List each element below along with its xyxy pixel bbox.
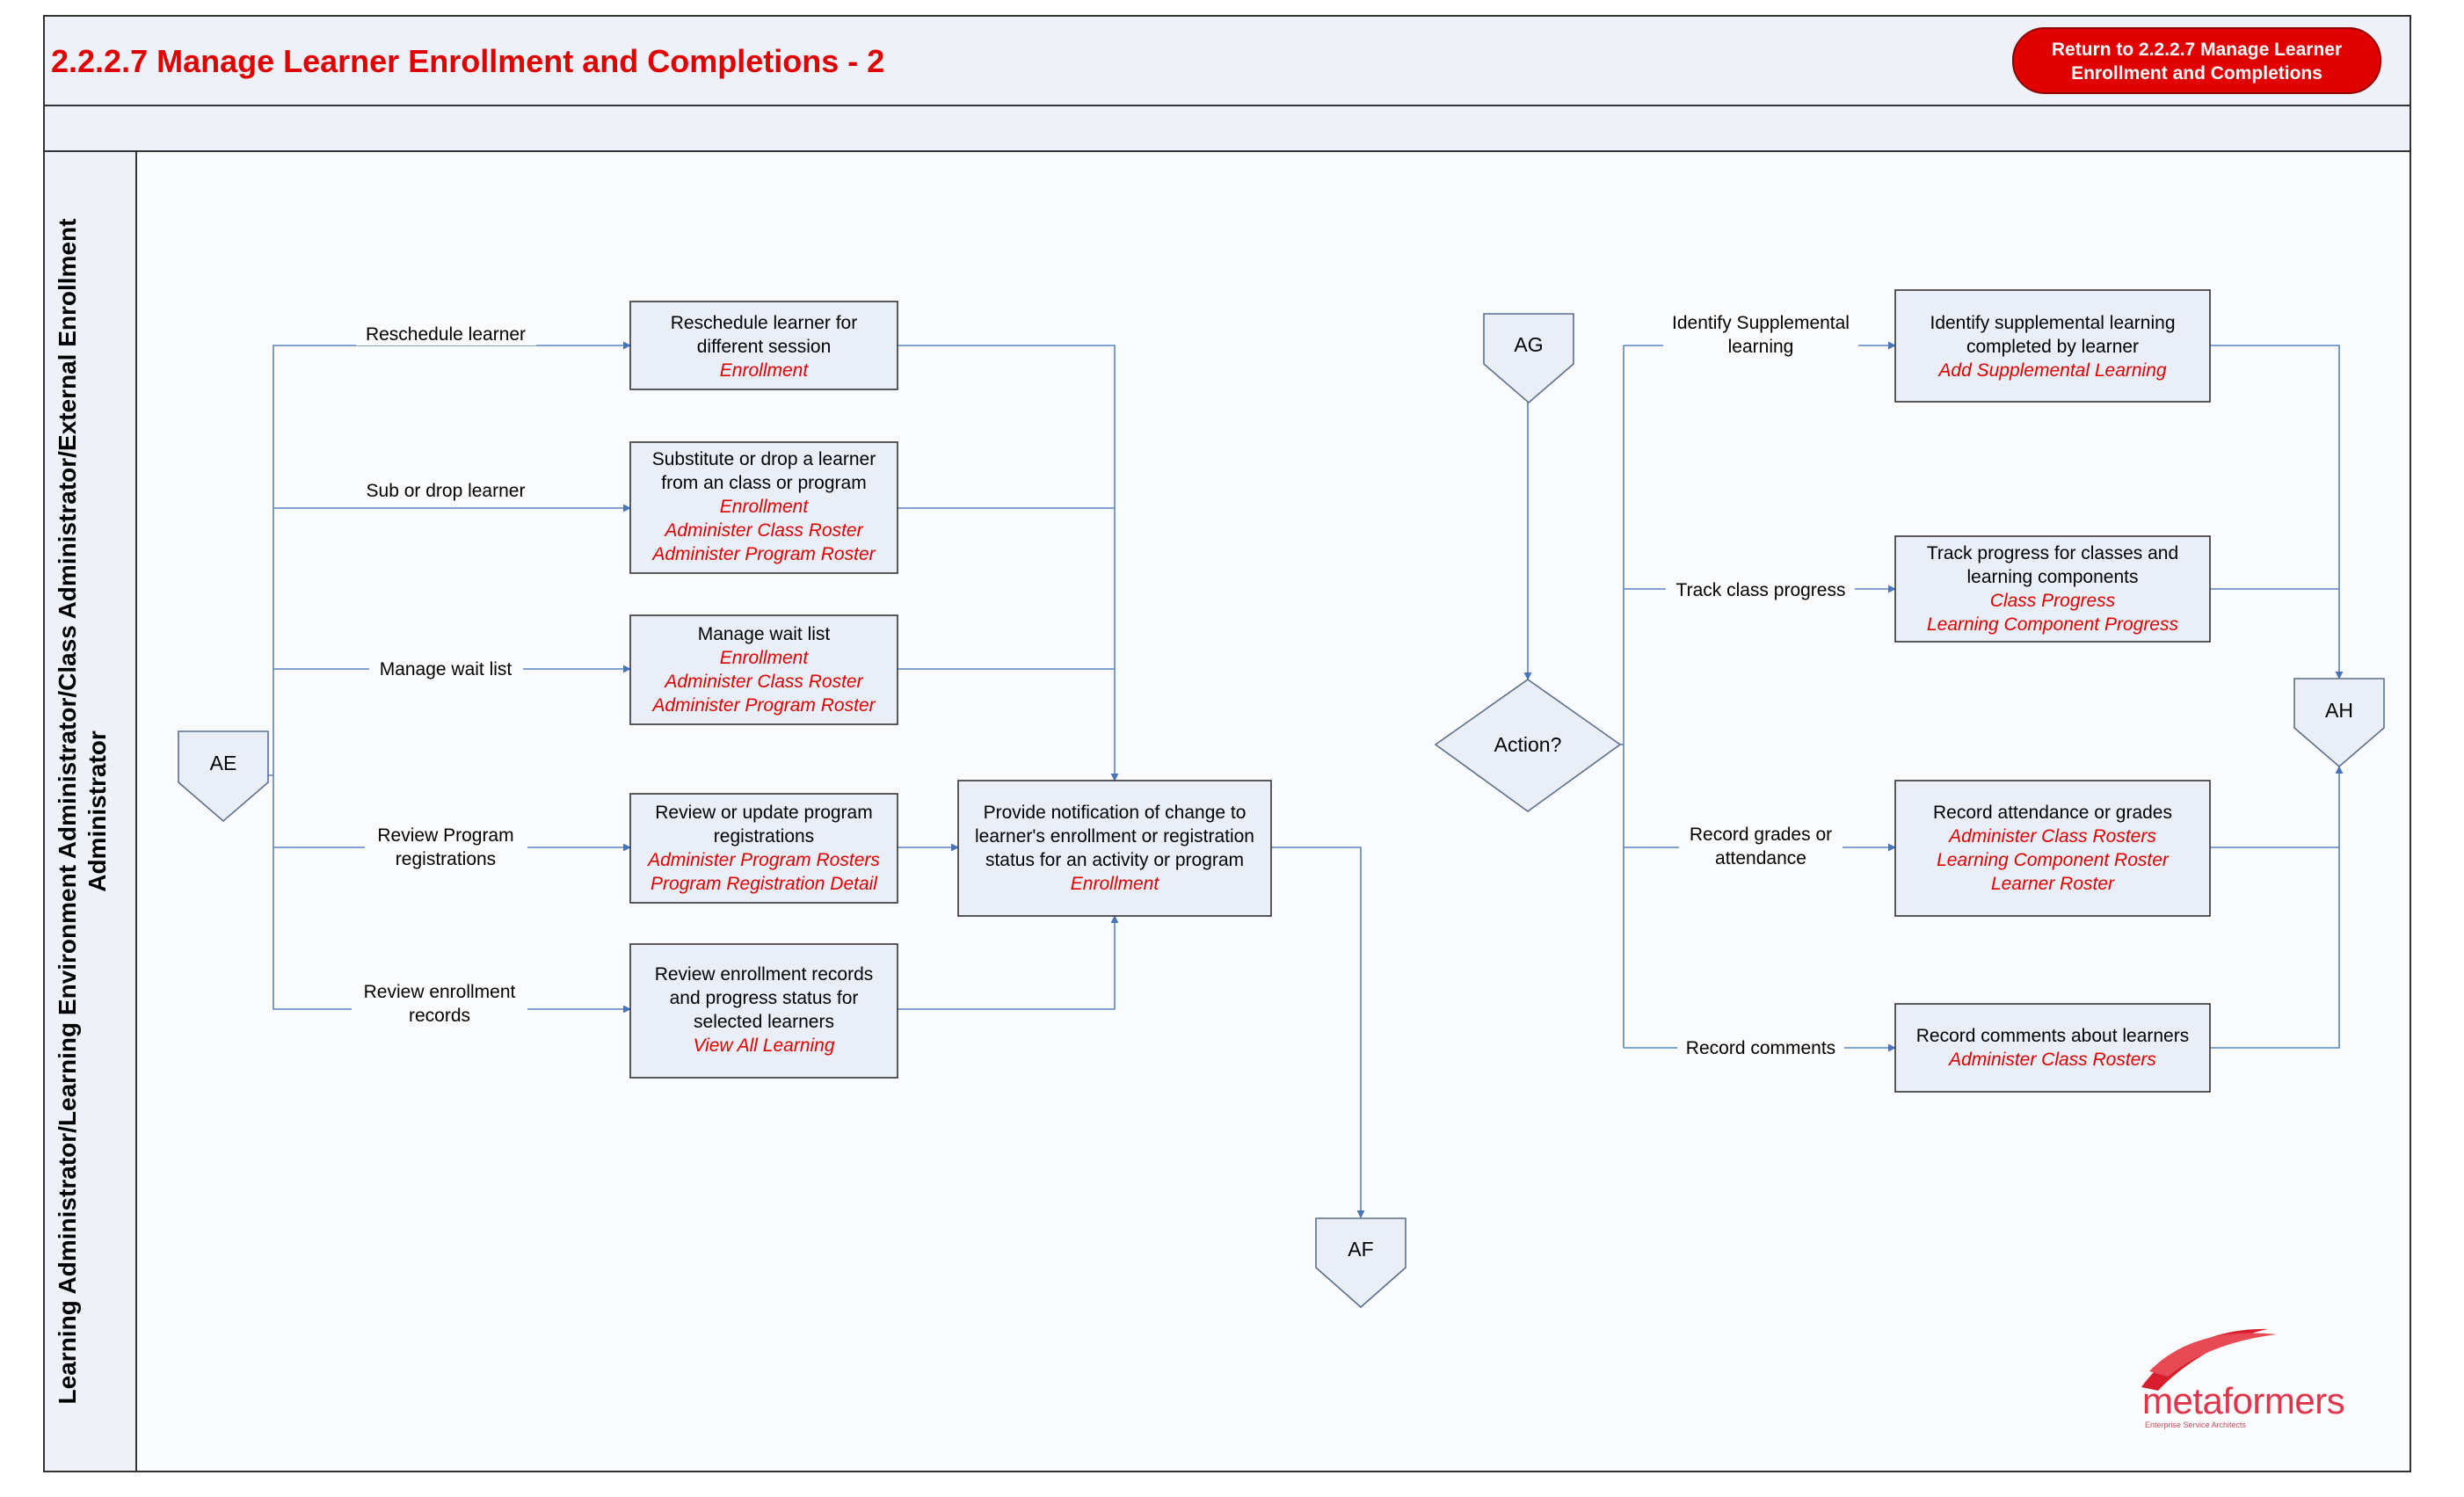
metaformers-logo: metaformers Enterprise Service Architect… (2141, 1328, 2345, 1429)
connector-ag-label: AG (1514, 333, 1543, 356)
link-class-progress[interactable]: Class Progress (1990, 591, 2116, 611)
process-box-notification-line-2: learner's enrollment or registration (975, 826, 1254, 847)
connector-ag: AG (1483, 313, 1574, 404)
link-learning-component-roster[interactable]: Learning Component Roster (1937, 850, 2170, 870)
return-button-label-2: Enrollment and Completions (2071, 63, 2322, 84)
process-box-enrollment-records: Review enrollment records and progress s… (629, 943, 898, 1079)
label-record-comments-text: Record comments (1686, 1038, 1835, 1058)
label-identify-supplemental: Identify Supplemental learning (1663, 309, 1858, 359)
link-enrollment[interactable]: Enrollment (720, 497, 810, 517)
label-review-enrollment-line-1: Review enrollment (364, 982, 516, 1002)
label-identify-supplemental-line-2: learning (1728, 337, 1794, 357)
link-enrollment[interactable]: Enrollment (1071, 874, 1160, 894)
left-flow-lines (250, 341, 1365, 1218)
link-view-all-learning[interactable]: View All Learning (693, 1036, 834, 1056)
link-enrollment[interactable]: Enrollment (720, 360, 810, 381)
label-sub-drop-learner: Sub or drop learner (354, 478, 539, 503)
process-box-wait-list-line-1: Manage wait list (698, 624, 831, 644)
process-box-program-registrations: Review or update program registrations A… (629, 793, 898, 904)
swimlane-header (43, 150, 137, 1472)
logo-swoosh-icon-2 (2149, 1333, 2277, 1377)
label-reschedule-learner: Reschedule learner (356, 321, 536, 345)
swimlane-title-line-2: Administrator (84, 730, 111, 892)
label-sub-drop-learner-text: Sub or drop learner (367, 481, 526, 501)
link-administer-program-roster[interactable]: Administer Program Roster (651, 544, 876, 564)
link-administer-class-rosters[interactable]: Administer Class Rosters (1947, 826, 2156, 847)
link-learning-component-progress[interactable]: Learning Component Progress (1927, 614, 2179, 635)
process-box-substitute-line-2: from an class or program (661, 473, 866, 493)
process-box-supplemental: Identify supplemental learning completed… (1894, 289, 2211, 403)
process-box-reschedule-line-1: Reschedule learner for (671, 313, 857, 333)
label-identify-supplemental-line-1: Identify Supplemental (1672, 313, 1850, 333)
process-box-reschedule: Reschedule learner for different session… (629, 301, 898, 390)
label-review-enrollment-records: Review enrollment records (352, 977, 527, 1027)
process-box-enrollment-records-line-1: Review enrollment records (655, 964, 874, 985)
label-manage-wait-list-text: Manage wait list (380, 659, 512, 679)
process-box-track-progress: Track progress for classes and learning … (1894, 535, 2211, 643)
process-box-notification: Provide notification of change to learne… (957, 780, 1272, 917)
link-administer-class-rosters[interactable]: Administer Class Rosters (1947, 1050, 2156, 1070)
logo-tagline-text: Enterprise Service Architects (2145, 1421, 2247, 1429)
return-button-label-1: Return to 2.2.2.7 Manage Learner (2052, 40, 2342, 60)
process-box-comments-line-1: Record comments about learners (1916, 1026, 2189, 1046)
process-box-reschedule-line-2: different session (697, 337, 832, 357)
process-box-enrollment-records-line-2: and progress status for (670, 988, 859, 1008)
connector-ae: AE (178, 730, 269, 823)
decision-action-label: Action? (1494, 733, 1562, 756)
process-box-grades-line-1: Record attendance or grades (1933, 803, 2172, 823)
process-box-program-registrations-line-1: Review or update program (655, 803, 872, 823)
label-review-program-line-1: Review Program (377, 825, 513, 846)
decision-action: Action? (1434, 679, 1622, 812)
label-track-class-progress: Track class progress (1666, 577, 1855, 601)
process-box-supplemental-line-2: completed by learner (1966, 337, 2139, 357)
link-enrollment[interactable]: Enrollment (720, 648, 810, 668)
label-review-program-registrations: Review Program registrations (365, 821, 527, 870)
page-title: 2.2.2.7 Manage Learner Enrollment and Co… (51, 43, 884, 79)
logo-brand-text: metaformers (2142, 1380, 2344, 1421)
logo-swoosh-icon (2141, 1328, 2268, 1391)
link-add-supplemental-learning[interactable]: Add Supplemental Learning (1937, 360, 2167, 381)
process-box-supplemental-line-1: Identify supplemental learning (1930, 313, 2175, 333)
process-box-program-registrations-line-2: registrations (714, 826, 814, 847)
connector-af-label: AF (1348, 1238, 1373, 1261)
process-box-comments: Record comments about learners Administe… (1894, 1003, 2211, 1093)
link-learner-roster[interactable]: Learner Roster (1991, 874, 2115, 894)
process-box-notification-line-1: Provide notification of change to (984, 803, 1247, 823)
process-box-substitute-line-1: Substitute or drop a learner (652, 449, 876, 469)
process-box-grades: Record attendance or grades Administer C… (1894, 780, 2211, 917)
process-box-notification-line-3: status for an activity or program (985, 850, 1244, 870)
label-record-grades: Record grades or attendance (1679, 821, 1843, 870)
label-reschedule-learner-text: Reschedule learner (366, 324, 526, 345)
connector-ae-label: AE (210, 752, 237, 774)
label-record-grades-line-2: attendance (1715, 848, 1806, 868)
label-record-grades-line-1: Record grades or (1690, 825, 1832, 845)
label-review-enrollment-line-2: records (409, 1006, 470, 1026)
process-box-wait-list: Manage wait list Enrollment Administer C… (629, 614, 898, 725)
process-box-enrollment-records-line-3: selected learners (694, 1012, 834, 1032)
connector-ah-label: AH (2325, 699, 2353, 722)
link-program-registration-detail[interactable]: Program Registration Detail (651, 874, 878, 894)
connector-ah: AH (2293, 678, 2385, 768)
process-box-track-progress-line-1: Track progress for classes and (1927, 543, 2178, 563)
connector-af: AF (1315, 1217, 1406, 1309)
link-administer-program-rosters[interactable]: Administer Program Rosters (646, 850, 880, 870)
return-button[interactable]: Return to 2.2.2.7 Manage Learner Enrollm… (2012, 27, 2381, 94)
label-manage-wait-list: Manage wait list (369, 657, 523, 681)
process-box-track-progress-line-2: learning components (1967, 567, 2139, 587)
label-record-comments: Record comments (1677, 1036, 1844, 1060)
process-box-substitute: Substitute or drop a learner from an cla… (629, 441, 898, 574)
link-administer-class-roster[interactable]: Administer Class Roster (663, 672, 863, 692)
swimlane-title-line-1: Learning Administrator/Learning Environm… (54, 219, 81, 1405)
label-track-class-progress-text: Track class progress (1676, 580, 1846, 600)
sub-header-bar (43, 105, 2411, 152)
link-administer-class-roster[interactable]: Administer Class Roster (663, 520, 863, 541)
link-administer-program-roster[interactable]: Administer Program Roster (651, 695, 876, 716)
label-review-program-line-2: registrations (396, 849, 496, 869)
